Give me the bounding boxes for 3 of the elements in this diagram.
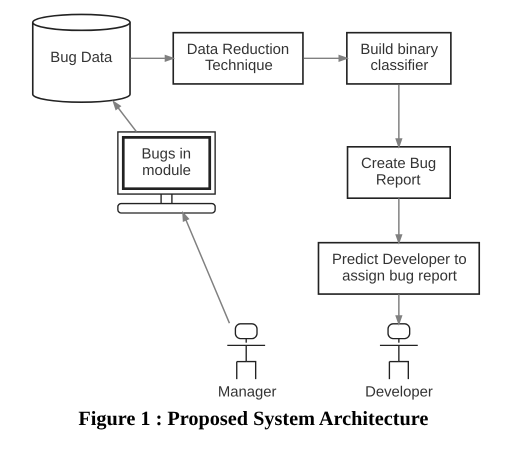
node-label: Developer	[365, 384, 433, 400]
node-label: Manager	[218, 384, 276, 400]
caption: Figure 1 : Proposed System Architecture	[78, 408, 428, 430]
